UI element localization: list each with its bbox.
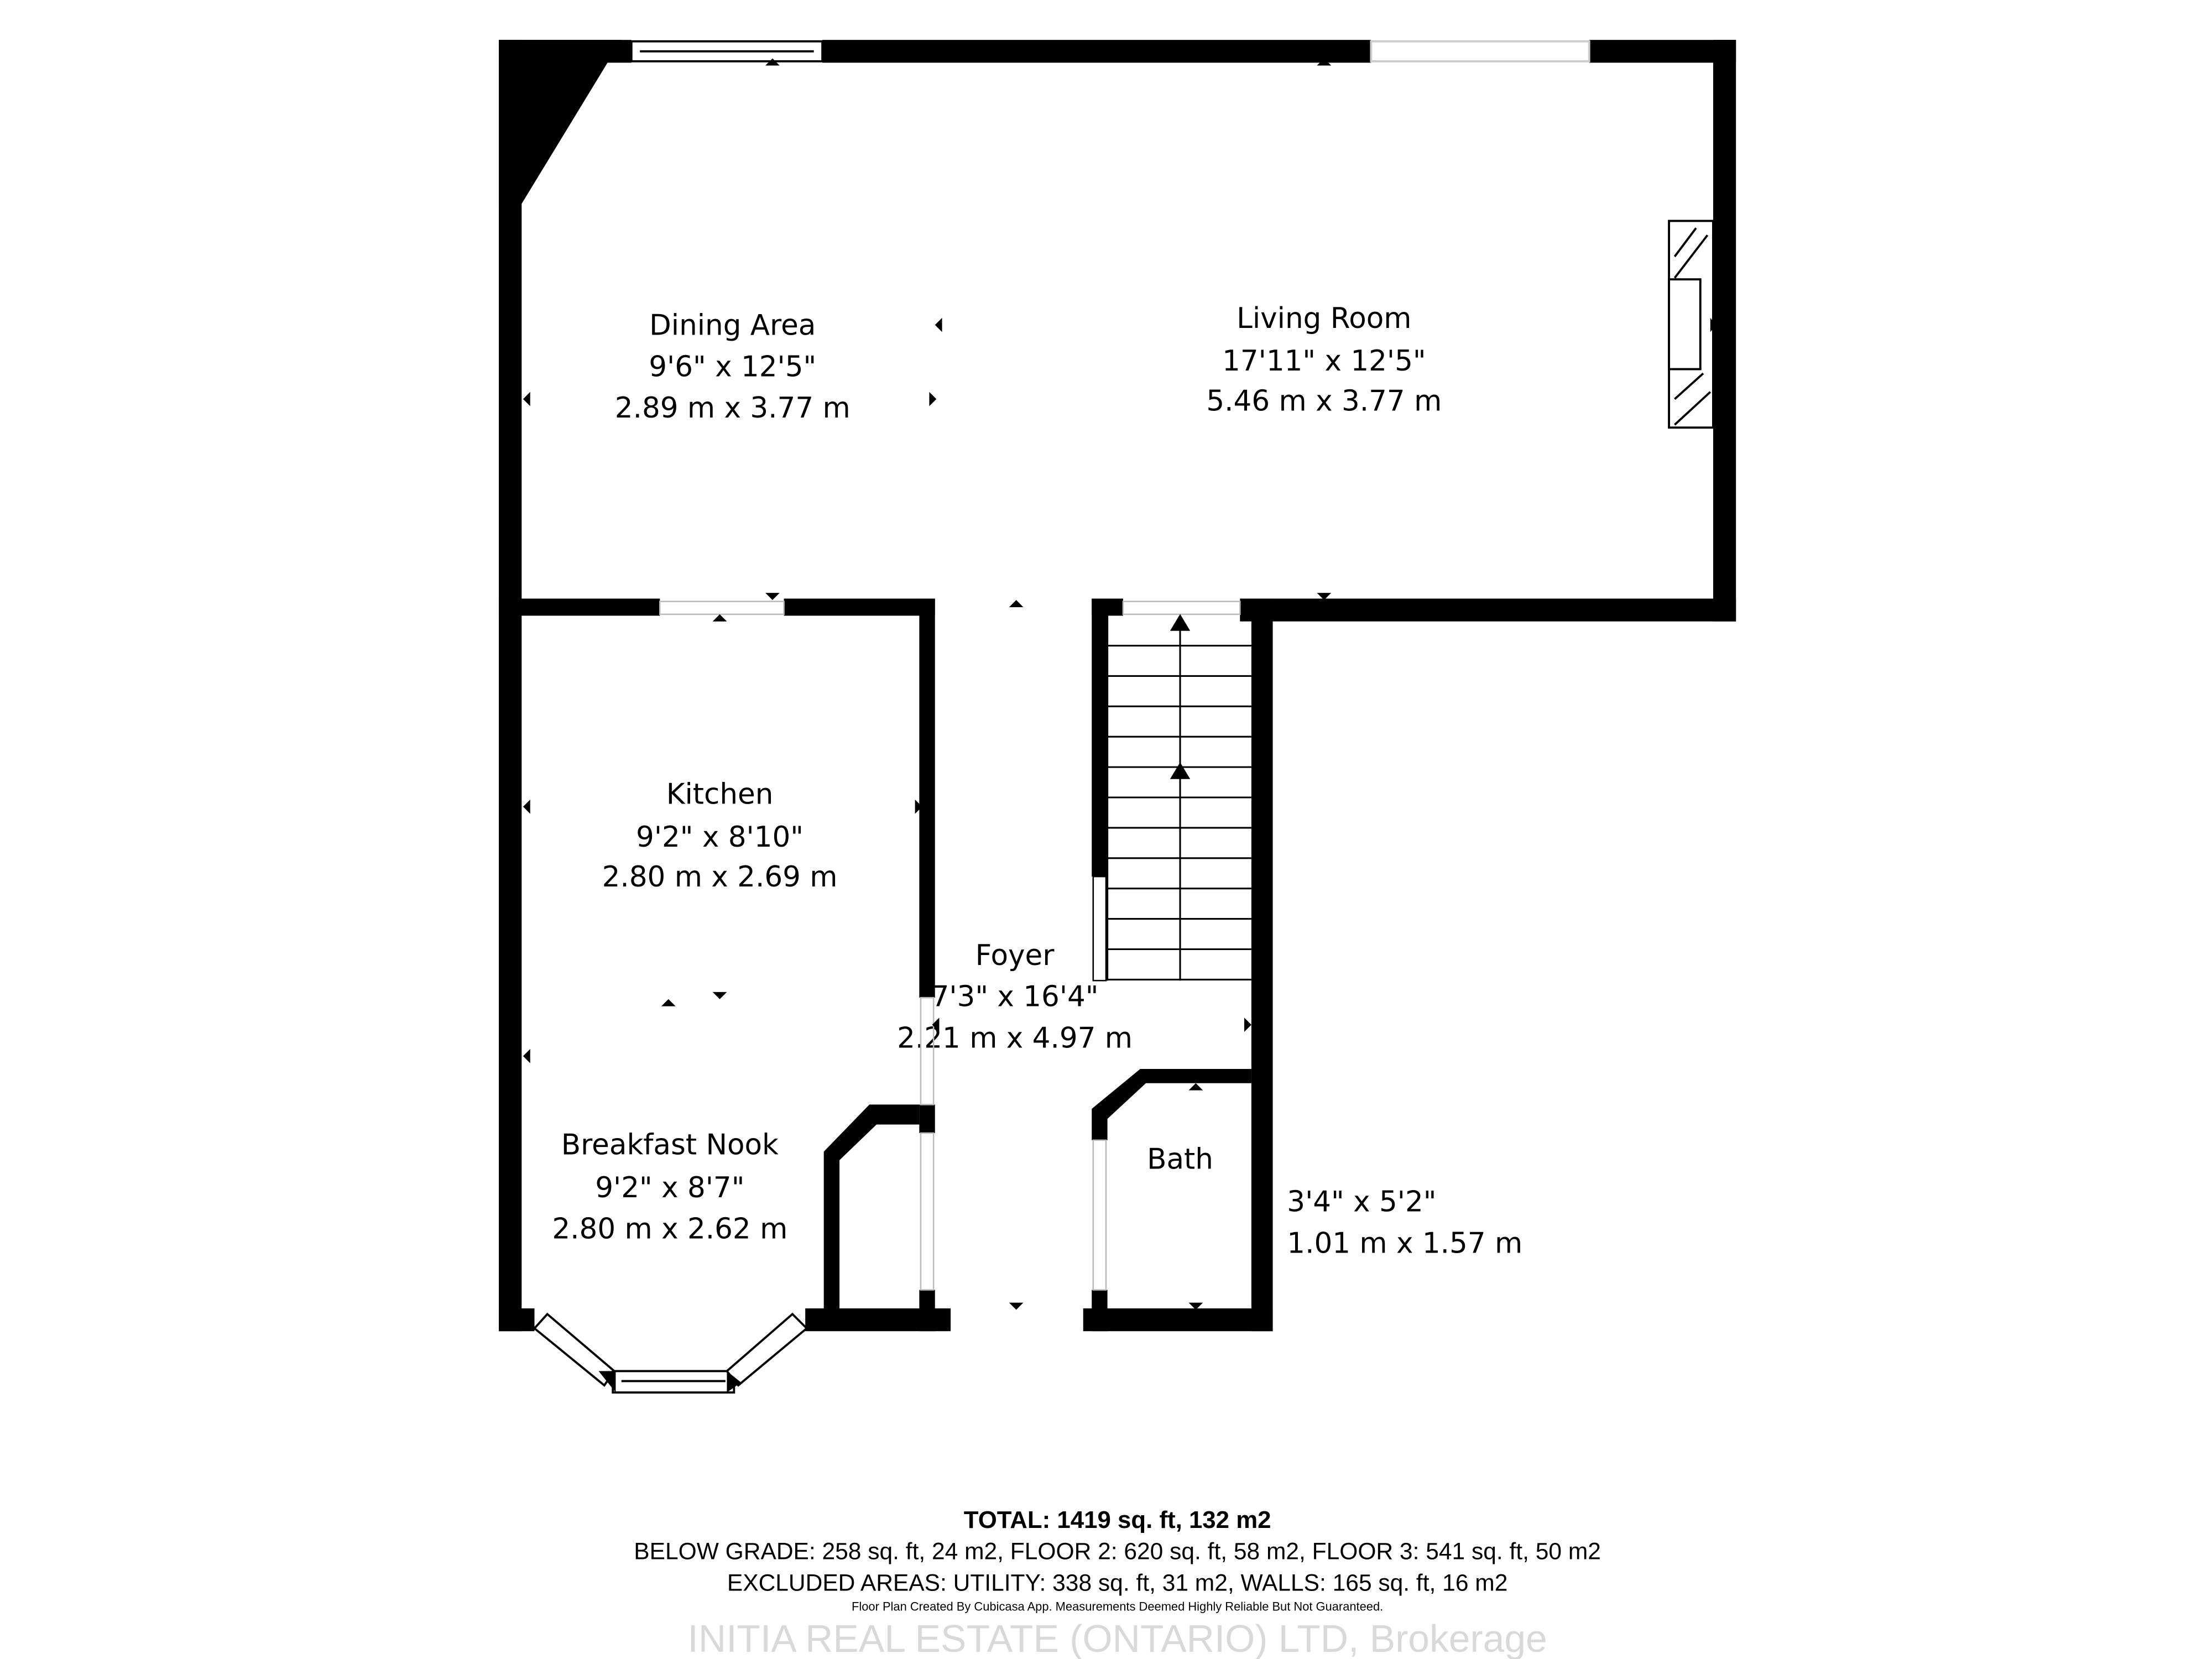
excluded-areas: EXCLUDED AREAS: UTILITY: 338 sq. ft, 31 … — [727, 1570, 1508, 1596]
room-metric: 1.01 m x 1.57 m — [1287, 1227, 1522, 1260]
windows — [533, 40, 1590, 1394]
room-metric: 2.80 m x 2.62 m — [552, 1213, 787, 1246]
disclaimer: Floor Plan Created By Cubicasa App. Meas… — [852, 1599, 1383, 1613]
stairs[interactable] — [1107, 614, 1251, 981]
room-label-dining: Dining Area 9'6" x 12'5" 2.89 m x 3.77 m — [615, 309, 851, 425]
fireplace — [1668, 220, 1714, 429]
room-imperial: 3'4" x 5'2" — [1287, 1186, 1436, 1219]
room-imperial: 9'6" x 12'5" — [649, 350, 816, 383]
room-imperial: 9'2" x 8'7" — [595, 1171, 744, 1204]
watermark: INITIA REAL ESTATE (ONTARIO) LTD, Broker… — [688, 1617, 1547, 1659]
openings — [659, 601, 1241, 1291]
room-imperial: 9'2" x 8'10" — [636, 821, 804, 854]
dimension-markers — [523, 58, 1717, 1310]
room-name: Dining Area — [649, 309, 816, 342]
room-name: Breakfast Nook — [561, 1129, 779, 1162]
room-metric: 2.21 m x 4.97 m — [897, 1021, 1133, 1055]
total-area: TOTAL: 1419 sq. ft, 132 m2 — [964, 1506, 1271, 1533]
room-metric: 5.46 m x 3.77 m — [1206, 384, 1442, 418]
room-name: Bath — [1147, 1142, 1213, 1176]
room-label-kitchen: Kitchen 9'2" x 8'10" 2.80 m x 2.69 m — [602, 778, 838, 894]
room-metric: 2.89 m x 3.77 m — [615, 392, 851, 425]
room-imperial: 7'3" x 16'4" — [931, 980, 1099, 1014]
room-label-living: Living Room 17'11" x 12'5" 5.46 m x 3.77… — [1206, 302, 1442, 418]
room-name: Living Room — [1237, 302, 1411, 335]
room-imperial: 17'11" x 12'5" — [1222, 345, 1426, 378]
area-summary: TOTAL: 1419 sq. ft, 132 m2 BELOW GRADE: … — [634, 1506, 1601, 1659]
walls — [499, 40, 1736, 1332]
room-name: Foyer — [975, 939, 1055, 972]
room-label-breakfast-nook: Breakfast Nook 9'2" x 8'7" 2.80 m x 2.62… — [552, 1129, 787, 1246]
room-metric: 2.80 m x 2.69 m — [602, 860, 838, 894]
room-label-bath: Bath 3'4" x 5'2" 1.01 m x 1.57 m — [1147, 1142, 1522, 1260]
floor-breakdown: BELOW GRADE: 258 sq. ft, 24 m2, FLOOR 2:… — [634, 1539, 1601, 1565]
room-name: Kitchen — [666, 778, 774, 811]
